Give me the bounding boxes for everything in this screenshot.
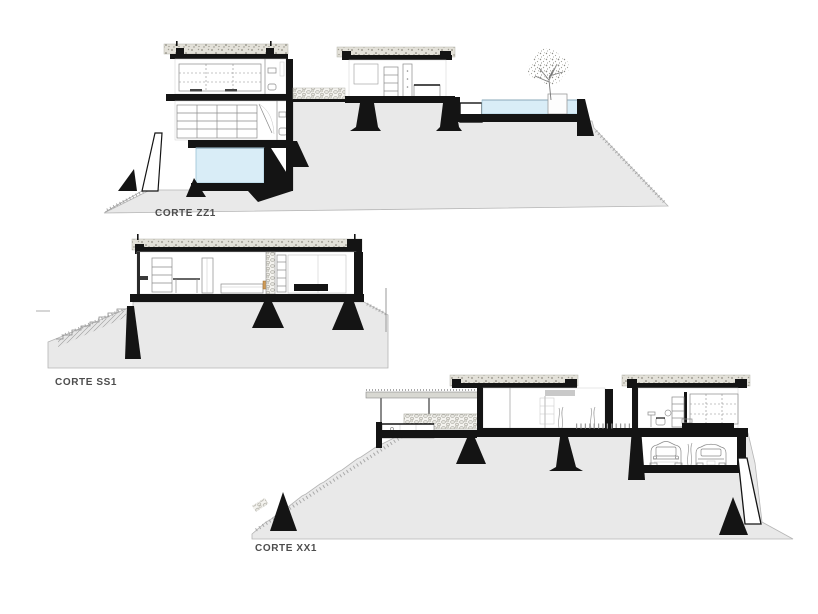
pier	[252, 302, 284, 328]
slope-grass	[366, 302, 387, 316]
glazed-pavilion	[449, 374, 616, 471]
plunge-pool	[195, 147, 265, 184]
deck-slab	[460, 114, 580, 122]
lower-bedroom	[174, 100, 289, 141]
tall-cabinet	[201, 257, 214, 294]
stone-path	[292, 87, 346, 100]
retaining-wall-end	[577, 99, 594, 136]
bedroom	[637, 387, 739, 429]
pool-base-slab	[191, 183, 293, 191]
pier	[350, 103, 381, 131]
roof-slab	[170, 54, 288, 59]
pier	[332, 302, 364, 330]
plant-icon	[687, 442, 693, 466]
lower-floor-slab	[188, 140, 293, 148]
pergola-slab	[365, 391, 493, 399]
slope-grass	[255, 432, 407, 532]
roof-slab	[140, 247, 352, 252]
retaining-wall-footing	[118, 169, 137, 191]
pier	[549, 437, 583, 471]
upper-closet	[178, 63, 262, 92]
ladder	[276, 254, 287, 293]
pier	[456, 438, 486, 464]
floor-slab	[477, 428, 616, 437]
pergola-post	[428, 398, 430, 416]
lap-pool-terrace	[448, 48, 594, 136]
right-wall	[286, 59, 293, 183]
car-front-icon	[649, 441, 683, 468]
plant-icon	[558, 406, 564, 429]
bedroom-garage-block	[613, 374, 762, 535]
roof-slab	[345, 55, 452, 60]
section-label-zz1: CORTE ZZ1	[155, 208, 216, 219]
garden-stair	[56, 308, 126, 340]
lower-bathroom	[258, 101, 288, 140]
footing	[287, 141, 309, 167]
floor-slab	[130, 294, 364, 302]
slope-grass	[61, 307, 125, 338]
footing	[186, 178, 206, 197]
retaining-wall	[737, 457, 762, 525]
lower-wardrobe	[176, 104, 258, 139]
shelving	[151, 257, 173, 293]
media-console	[294, 284, 328, 291]
section-label-xx1: CORTE XX1	[255, 543, 317, 554]
roof-slab	[630, 383, 744, 388]
section-ss1: CORTE SS1	[36, 234, 389, 388]
right-wall	[605, 389, 613, 429]
table	[173, 278, 200, 293]
right-wall	[354, 252, 363, 302]
bedroom-block	[118, 41, 309, 202]
section-zz1: CORTE ZZ1	[103, 41, 669, 219]
garage-base-slab	[632, 465, 748, 473]
label-leader-zz1	[104, 190, 143, 213]
shelving	[539, 397, 555, 425]
pergola-post	[380, 398, 382, 422]
deck-upstand	[448, 97, 460, 122]
retaining-wall	[125, 306, 141, 359]
upper-bathroom	[264, 59, 285, 94]
floor-slab	[345, 96, 455, 103]
mid-floor-slab	[166, 94, 293, 101]
bed	[682, 423, 734, 428]
terrace-slab	[376, 430, 477, 438]
retaining-wall	[141, 132, 163, 192]
left-wall	[137, 252, 140, 294]
bathroom	[647, 409, 672, 427]
tree-icon	[528, 48, 569, 101]
tall-cabinet	[671, 396, 685, 428]
terrain-ss1	[47, 301, 389, 369]
stone-chimney	[265, 251, 276, 295]
retaining-wall-footing	[719, 497, 748, 535]
left-wall	[477, 388, 483, 430]
path-slab	[293, 99, 345, 102]
living-space	[482, 387, 606, 429]
stair-ramp	[58, 310, 126, 347]
roof-slab	[456, 383, 568, 388]
floor-slab	[613, 428, 748, 437]
pool-wall-wedge	[264, 148, 293, 183]
clerestory	[545, 390, 575, 396]
footing	[248, 191, 292, 202]
wall-unit	[140, 276, 148, 280]
section-xx1: CORTE XX1	[251, 374, 794, 554]
right-wall	[737, 428, 746, 468]
partition-wall	[684, 392, 687, 428]
section-label-ss1: CORTE SS1	[55, 377, 117, 388]
slope-grass-left	[106, 187, 149, 212]
garage	[641, 437, 737, 467]
garage-wall	[628, 428, 645, 480]
cabinet	[353, 63, 379, 85]
left-wall	[632, 388, 638, 428]
living-pavilion	[130, 234, 364, 330]
slope-grass-right	[594, 129, 667, 205]
stone-patch	[252, 497, 269, 512]
slope-retaining-wall	[270, 492, 297, 531]
